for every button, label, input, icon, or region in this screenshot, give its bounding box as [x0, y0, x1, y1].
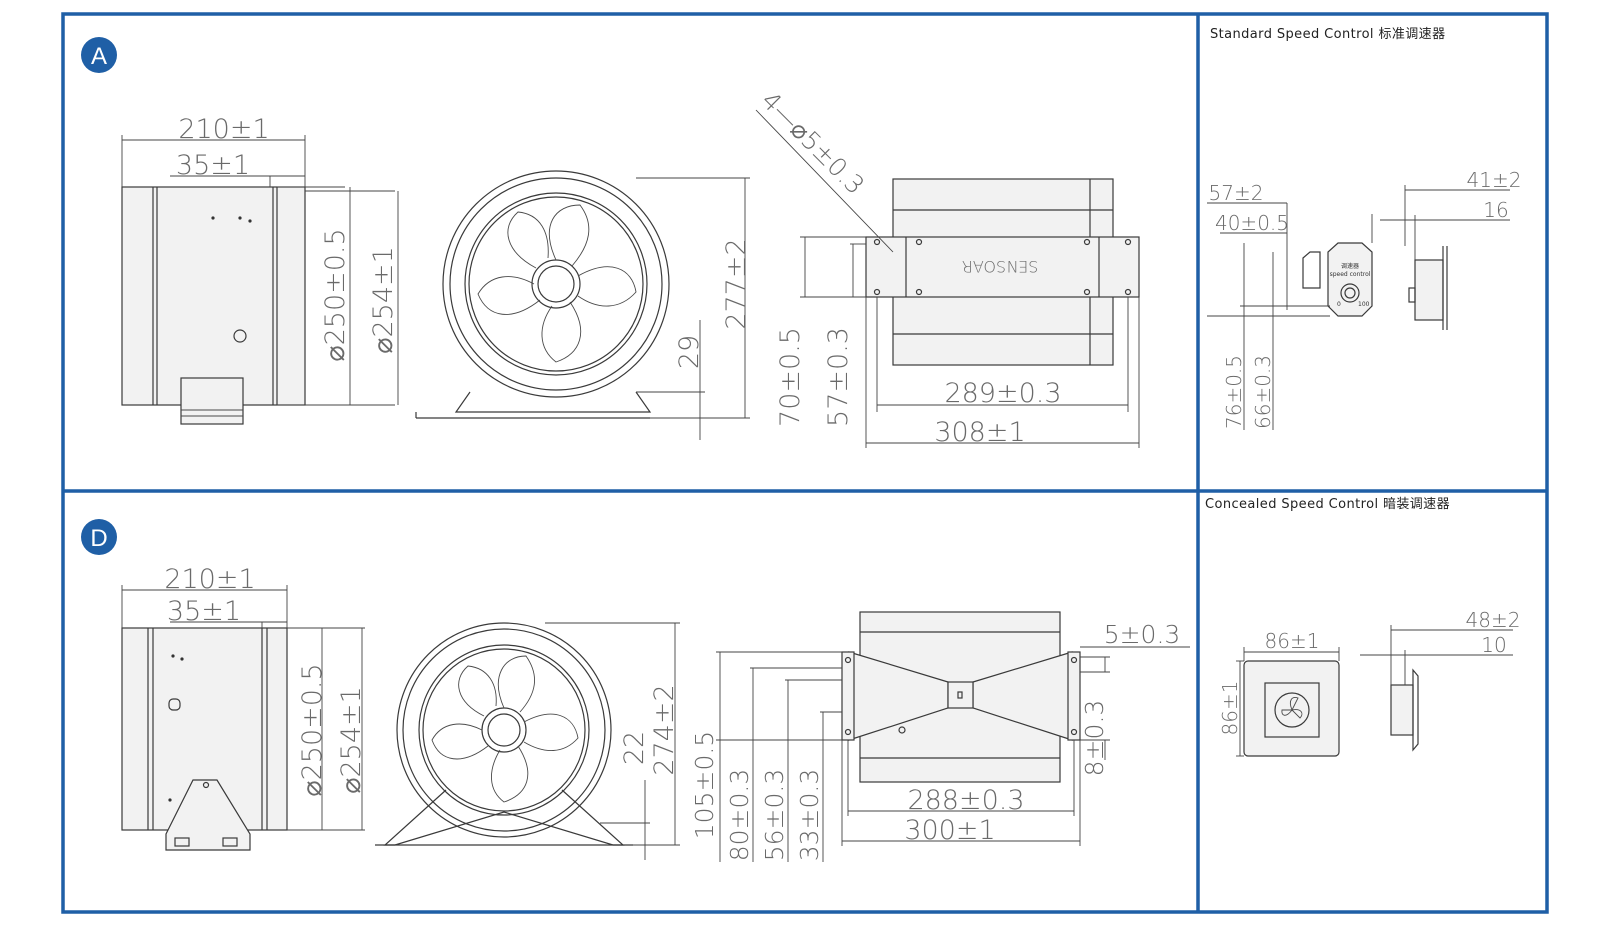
a-top-view	[755, 109, 1140, 448]
dim-a-overall: 308±1	[934, 417, 1025, 448]
d-top-view	[716, 611, 1190, 862]
std-control-scale-max: 100	[1358, 301, 1370, 308]
dim-d-slot: 5±0.3	[1104, 620, 1181, 649]
dim-d-slot2: 8±0.3	[1080, 700, 1109, 777]
std-control-label-en: speed control	[1330, 271, 1371, 278]
a-side-view	[121, 135, 399, 425]
dim-a-collar: 35±1	[176, 150, 250, 181]
dim-d-h4: 33±0.3	[795, 769, 824, 862]
dim-std-knob: 16	[1483, 198, 1508, 222]
a-fan-blades	[477, 204, 637, 363]
fan-icon	[1274, 692, 1310, 728]
dim-a-holes: 4—⌀5±0.3	[756, 86, 870, 200]
standard-control-drawing	[1207, 185, 1510, 430]
drawing-frame	[61, 12, 1549, 914]
dim-d-inner-dia: ⌀250±0.5	[297, 663, 328, 796]
dim-concealed-knob: 10	[1481, 633, 1506, 657]
dim-a-base: 29	[674, 335, 705, 369]
dim-a-w2: 57±0.3	[823, 327, 854, 427]
dim-d-length: 210±1	[164, 564, 255, 595]
dim-d-hole-span: 288±0.3	[907, 785, 1024, 816]
svg-text:D: D	[90, 525, 107, 552]
dim-d-h3: 56±0.3	[760, 769, 789, 862]
dim-std-h1: 76±0.5	[1222, 355, 1246, 429]
concealed-control-drawing	[1236, 625, 1513, 757]
dim-d-base: 22	[619, 731, 650, 765]
title-standard-control: Standard Speed Control 标准调速器	[1210, 27, 1445, 42]
dim-d-outer-dia: ⌀254±1	[336, 686, 367, 794]
d-fan-blades	[431, 655, 579, 803]
dim-std-w2: 40±0.5	[1215, 211, 1289, 235]
dim-std-depth: 41±2	[1467, 168, 1522, 192]
std-control-scale-min: 0	[1337, 301, 1341, 308]
dim-a-length: 210±1	[178, 114, 269, 145]
svg-text:A: A	[91, 43, 107, 70]
dim-concealed-width: 86±1	[1265, 629, 1320, 653]
dim-std-h2: 66±0.3	[1251, 355, 1275, 429]
dim-a-height: 277±2	[721, 238, 752, 329]
dim-d-overall: 300±1	[904, 815, 995, 846]
a-brand-watermark: SENSOAR	[962, 257, 1039, 276]
dim-a-w1: 70±0.5	[775, 327, 806, 427]
dim-d-collar: 35±1	[167, 596, 241, 627]
a-front-view	[415, 170, 750, 440]
badge-a: A	[81, 37, 117, 73]
std-control-label-cn: 调速器	[1341, 262, 1359, 270]
dim-a-hole-span: 289±0.3	[944, 378, 1061, 409]
badge-d: D	[81, 519, 117, 555]
dim-d-h1: 105±0.5	[690, 731, 719, 839]
dim-d-h2: 80±0.3	[725, 769, 754, 862]
dim-d-height: 274±2	[649, 684, 680, 775]
dim-a-inner-dia: ⌀250±0.5	[320, 228, 351, 361]
d-front-view	[375, 622, 680, 860]
dim-std-w1: 57±2	[1209, 181, 1264, 205]
title-concealed-control: Concealed Speed Control 暗装调速器	[1205, 497, 1450, 512]
dim-a-outer-dia: ⌀254±1	[368, 246, 399, 354]
dim-concealed-depth: 48±2	[1466, 608, 1521, 632]
d-side-view	[121, 585, 365, 851]
dim-concealed-height: 86±1	[1218, 681, 1242, 736]
